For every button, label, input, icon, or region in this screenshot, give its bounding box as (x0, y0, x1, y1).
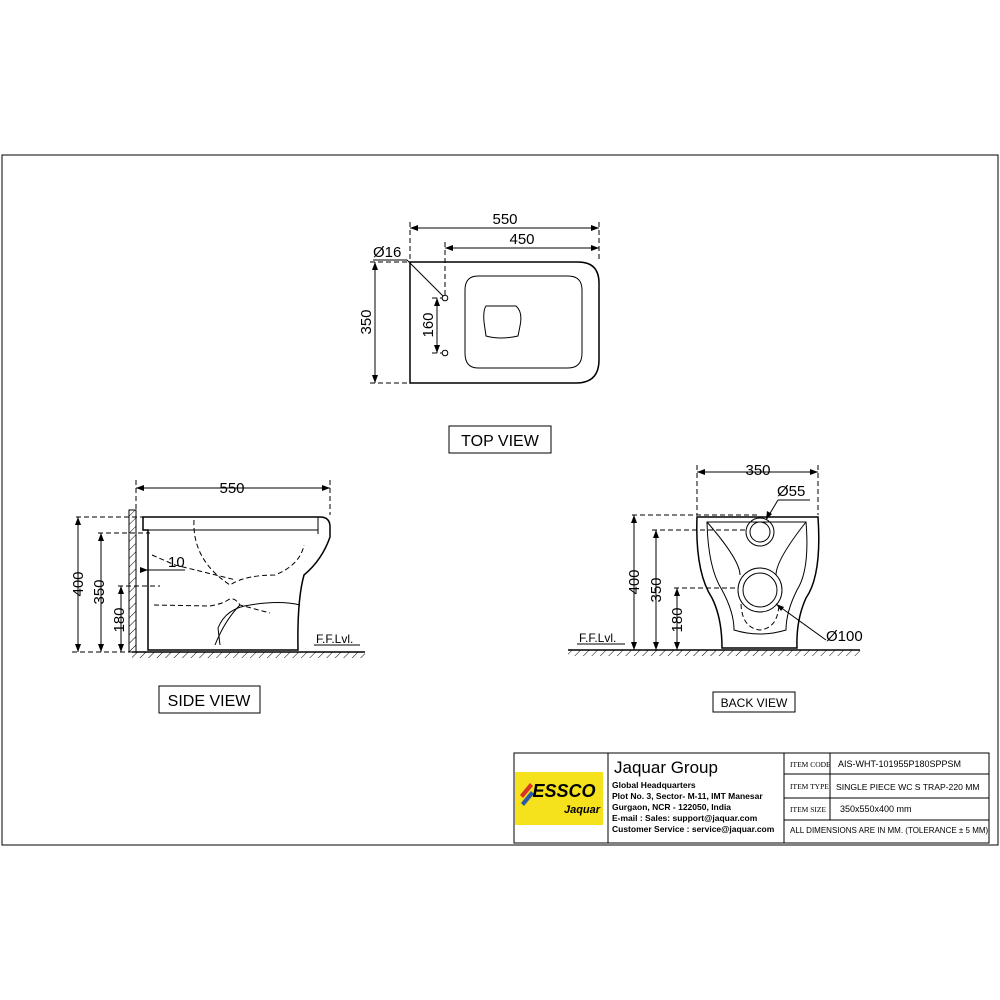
back-floor-label: F.F.Lvl. (579, 631, 616, 645)
row-label-item-type: ITEM TYPE (790, 782, 829, 791)
address-line: Global Headquarters (612, 780, 696, 790)
row-label-item-code: ITEM CODE (790, 760, 831, 769)
side-view-label-box (158, 685, 261, 714)
top-dim-550: 550 (492, 211, 517, 228)
side-view-body (142, 516, 331, 651)
side-floor-label: F.F.Lvl. (316, 632, 353, 646)
address-line: Gurgaon, NCR - 122050, India (612, 802, 731, 812)
side-dim-10: 10 (168, 554, 185, 571)
logo-mark-icon (520, 783, 533, 798)
top-view-label-box (448, 425, 552, 454)
side-view-label: SIDE VIEW (168, 693, 252, 710)
address-line: Customer Service : service@jaquar.com (612, 824, 775, 834)
fixing-hole-icon (441, 349, 449, 357)
side-dim-350: 350 (91, 579, 108, 604)
address-line: Plot No. 3, Sector- M-11, IMT Manesar (612, 791, 763, 801)
row-value-item-code: AIS-WHT-101955P180SPPSM (838, 759, 961, 769)
back-view-label: BACK VIEW (721, 696, 788, 710)
top-dim-160: 160 (420, 312, 437, 337)
top-view-outline (409, 261, 600, 384)
outlet-circle (737, 567, 783, 613)
back-dim-180: 180 (669, 607, 686, 632)
row-value-item-size: 350x550x400 mm (840, 804, 912, 814)
top-view-bowl (464, 275, 583, 369)
top-dim-350: 350 (358, 309, 375, 334)
logo-brand: ESSCO (532, 781, 595, 801)
row-label-item-size: ITEM SIZE (790, 805, 826, 814)
tolerance-note: ALL DIMENSIONS ARE IN MM. (TOLERANCE ± 5… (790, 826, 989, 835)
side-dim-400: 400 (70, 571, 87, 596)
side-dim-180: 180 (111, 607, 128, 632)
back-dim-350-width: 350 (745, 462, 770, 479)
logo-sub: Jaquar (564, 804, 601, 816)
back-dim-400: 400 (626, 569, 643, 594)
top-dim-450: 450 (509, 231, 534, 248)
back-view: 350 Ø55 Ø100 400 350 180 F.F.Lvl. (568, 462, 863, 656)
row-value-item-type: SINGLE PIECE WC S TRAP-220 MM (836, 782, 980, 792)
top-view: 550 450 Ø16 350 160 (358, 211, 600, 384)
back-view-body (696, 516, 820, 649)
back-dim-inlet: Ø55 (777, 483, 805, 500)
company-name: Jaquar Group (614, 758, 718, 777)
wall (128, 509, 137, 653)
title-block: ESSCO Jaquar Jaquar Group Global Headqua… (513, 752, 990, 844)
back-view-label-box (712, 691, 796, 713)
top-dim-hole-diameter: Ø16 (373, 244, 401, 261)
top-view-label: TOP VIEW (461, 433, 540, 450)
side-dim-550: 550 (219, 480, 244, 497)
top-view-drain (483, 305, 522, 339)
back-dim-350: 350 (648, 577, 665, 602)
sheet-border (1, 154, 999, 846)
side-view: 550 400 350 180 10 F.F.Lvl. (70, 480, 365, 658)
fixing-hole-icon (441, 294, 449, 302)
address-line: E-mail : Sales: support@jaquar.com (612, 813, 758, 823)
back-dim-outlet: Ø100 (826, 628, 863, 645)
inlet-circle (745, 517, 775, 547)
